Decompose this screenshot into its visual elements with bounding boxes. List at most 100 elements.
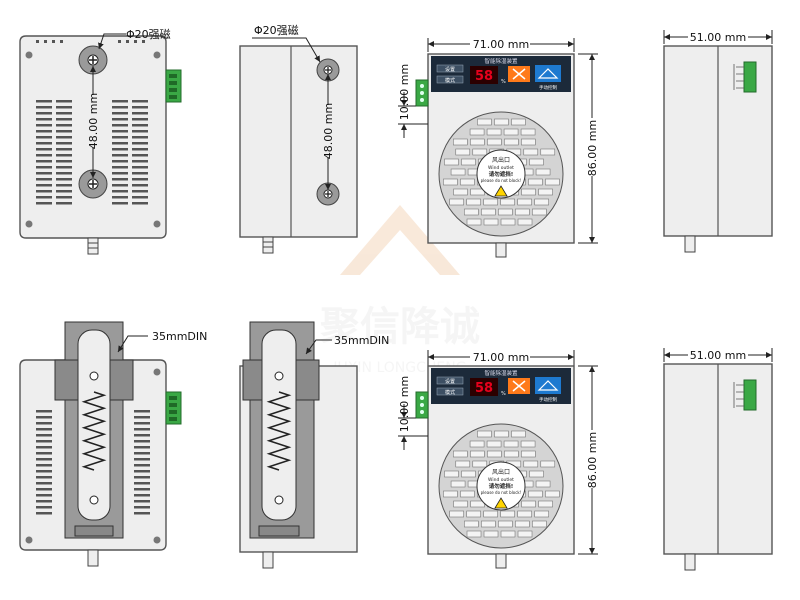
grille-slot (461, 470, 476, 478)
vent-slot (56, 154, 72, 157)
grille-slot (461, 158, 476, 166)
grille-slot (523, 148, 539, 156)
grille-slot (464, 208, 479, 216)
grille-slot (515, 208, 530, 216)
grille-slot (540, 148, 556, 156)
vent-slot (134, 422, 150, 425)
vent-slot (132, 196, 148, 199)
drain-nozzle-icon (684, 235, 696, 253)
set-button[interactable] (436, 376, 464, 385)
grille-slot (538, 188, 553, 196)
vent-slot (56, 112, 72, 115)
width-label: 71.00 mm (473, 38, 529, 51)
grille-slot (504, 450, 519, 458)
side-view-din: 35mmDIN (239, 321, 389, 569)
spring-icon (266, 391, 292, 471)
vent-slot (36, 196, 52, 199)
din-rail-clip (54, 321, 134, 539)
vent-slot (36, 202, 52, 205)
warning-icon (494, 185, 508, 197)
grille-slot (453, 138, 468, 146)
badge-line-2: Wind outlet (488, 477, 514, 483)
grille-slot (517, 218, 533, 226)
vent-slot (134, 488, 150, 491)
fan-grille: 风出口 Wind outlet 请勿遮挡! please do not bloc… (438, 423, 564, 549)
vent-slot (112, 202, 128, 205)
grille-slot (545, 178, 560, 186)
grille-slot (532, 208, 547, 216)
vent-slot (134, 506, 150, 509)
vent-slot (112, 130, 128, 133)
grille-slot (455, 148, 471, 156)
vent-slot (134, 458, 150, 461)
badge-line-1: 风出口 (492, 156, 510, 164)
vent-slot (36, 482, 52, 485)
vent-slot (36, 136, 52, 139)
grille-slot (486, 440, 502, 448)
depth-label: 51.00 mm (690, 349, 746, 362)
vent-slot (36, 106, 52, 109)
grille-slot (481, 208, 496, 216)
grille-slot (466, 510, 481, 518)
mode-button[interactable] (436, 387, 464, 396)
vent-slot (112, 100, 128, 103)
depth-label: 51.00 mm (690, 31, 746, 44)
mode-button-label: 模式 (445, 389, 455, 396)
grille-slot (472, 148, 488, 156)
humidity-reading: 58 (475, 69, 493, 84)
warning-icon (494, 497, 508, 509)
vent-slot (56, 178, 72, 181)
grille-slot (517, 198, 532, 206)
grille-slot (444, 158, 459, 166)
vent-slot (134, 410, 150, 413)
magnet-icon (78, 45, 108, 75)
vent-slot (36, 470, 52, 473)
vent-slot (112, 196, 128, 199)
magnet-leader-line (252, 37, 321, 63)
vent-slot (36, 500, 52, 503)
back-view-vents (36, 410, 150, 515)
grille-slot (455, 460, 471, 468)
badge-line-3: 请勿遮挡! (489, 482, 514, 490)
vent-slot (56, 184, 72, 187)
grille-slot (449, 510, 464, 518)
grille-slot (504, 138, 519, 146)
grille-slot (532, 520, 547, 528)
vent-slot (36, 416, 52, 419)
badge-line-4: please do not block! (481, 490, 522, 495)
grille-slot (503, 440, 519, 448)
drain-nozzle-icon (262, 236, 274, 254)
grille-slot (464, 520, 479, 528)
mode-button[interactable] (436, 75, 464, 84)
vent-slot (36, 112, 52, 115)
vent-slot (36, 178, 52, 181)
vent-slot (134, 494, 150, 497)
side-view-top: 51.00 mm (663, 30, 773, 253)
drain-nozzle-icon (87, 549, 99, 567)
vent-slot (132, 130, 148, 133)
vent-slot (36, 130, 52, 133)
set-button-label: 设置 (445, 378, 455, 385)
badge-line-2: Wind outlet (488, 165, 514, 171)
grille-slot (503, 128, 519, 136)
grille-slot (469, 440, 485, 448)
grille-slot (450, 168, 466, 176)
grille-slot (483, 198, 498, 206)
set-button[interactable] (436, 64, 464, 73)
grille-slot (500, 530, 516, 538)
control-panel: 智能除湿装置 设置 模式 58 % 手动控制 (431, 56, 571, 92)
vent-slot (56, 196, 72, 199)
back-view-magnet: 48.00 mm Φ20强磁 (19, 28, 182, 255)
grille-slot (466, 198, 481, 206)
grille-slot (470, 138, 485, 146)
width-label: 71.00 mm (473, 351, 529, 364)
manual-control-label: 手动控制 (539, 84, 557, 91)
vent-slot (36, 166, 52, 169)
vent-slot (112, 190, 128, 193)
side-view-housing (239, 45, 358, 238)
side-view-magnet: 48.00 mm Φ20强磁 (239, 24, 358, 254)
front-view-bottom: 71.00 mm 智能除湿装置 设置 模式 58 % 手动控制 风出口 Wind… (398, 350, 599, 569)
watermark-brand-cn: 聚信降诚 (319, 304, 480, 350)
vent-slot (134, 470, 150, 473)
vent-slot (134, 500, 150, 503)
